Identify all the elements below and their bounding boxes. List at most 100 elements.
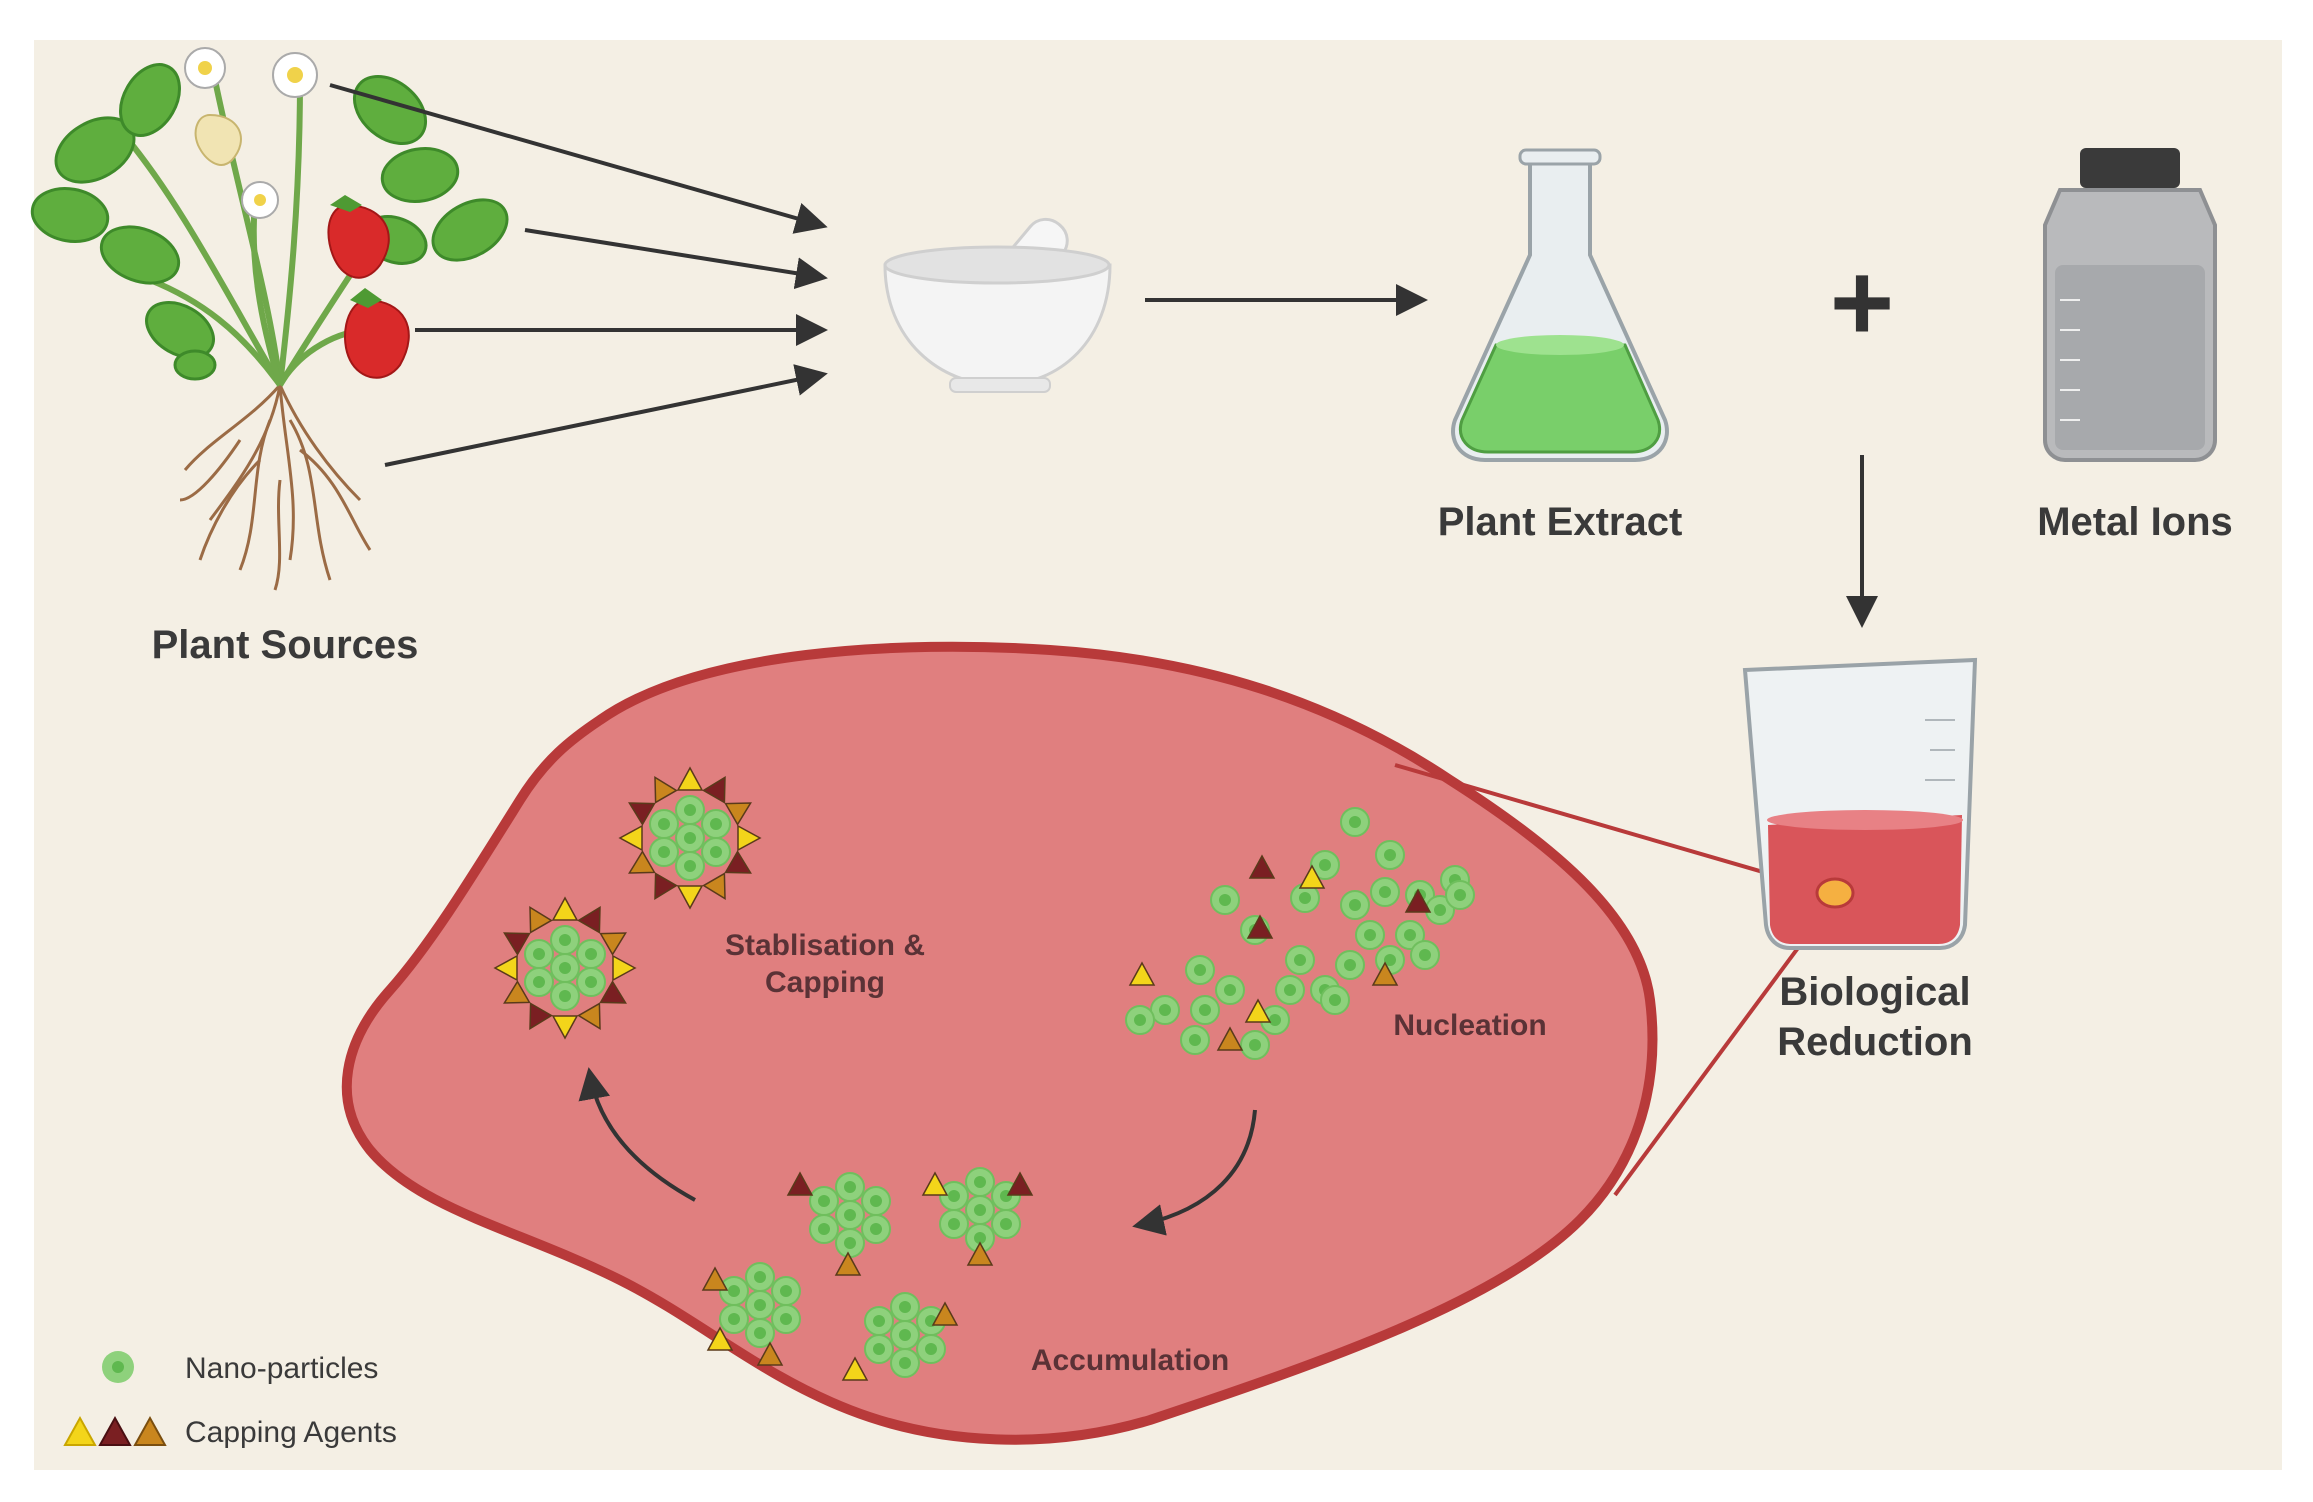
capping-agent: [1298, 864, 1326, 889]
nanoparticle: [1335, 950, 1365, 980]
nanoparticle: [1150, 995, 1180, 1025]
nanoparticle: [1240, 1030, 1270, 1060]
zoom-line-top: [1394, 763, 1826, 892]
nanoparticle: [701, 809, 731, 839]
nanoparticle: [1190, 995, 1220, 1025]
nanoparticle: [675, 823, 705, 853]
legend-capping-agents-label: Capping Agents: [185, 1416, 397, 1449]
legend: Nano-particles Capping Agents: [63, 1351, 397, 1449]
capping-agent: [786, 1171, 814, 1196]
legend-nanoparticles-label: Nano-particles: [185, 1352, 378, 1385]
nanoparticle: [809, 1214, 839, 1244]
nanoparticle: [835, 1172, 865, 1202]
nanoparticle: [1275, 975, 1305, 1005]
capping-agent: [1371, 961, 1399, 986]
capping-agent: [966, 1241, 994, 1266]
label-accumulation: Accumulation: [1031, 1344, 1229, 1377]
nanoparticle: [1355, 920, 1385, 950]
nanoparticle: [939, 1209, 969, 1239]
capping-agent: [503, 980, 531, 1004]
nanoparticle: [701, 837, 731, 867]
nanoparticle: [771, 1304, 801, 1334]
capping-agent: [834, 1251, 862, 1276]
label-plant-sources: Plant Sources: [152, 623, 419, 667]
nanoparticle: [1125, 1005, 1155, 1035]
capping-agent: [737, 824, 762, 852]
nanoparticle: [1285, 945, 1315, 975]
nanoparticle: [939, 1181, 969, 1211]
label-metal-ions: Metal Ions: [2037, 500, 2233, 544]
label-nucleation: Nucleation: [1393, 1009, 1546, 1042]
capping-agent: [706, 1326, 734, 1351]
nanoparticle: [675, 795, 705, 825]
nanoparticle: [1410, 940, 1440, 970]
capping-agent: [702, 776, 726, 804]
nanoparticle: [991, 1209, 1021, 1239]
capping-agent: [702, 872, 726, 900]
nanoparticle: [719, 1304, 749, 1334]
nanoparticle: [745, 1262, 775, 1292]
capping-agent: [493, 954, 518, 982]
capping-agent: [628, 850, 656, 874]
nanoparticle: [1445, 880, 1475, 910]
nanoparticle: [1260, 1005, 1290, 1035]
plant-to-mortar-arrows: [329, 83, 828, 467]
label-biological-reduction-1: Biological: [1779, 970, 1970, 1014]
nanoparticle: [1425, 895, 1455, 925]
nucleation-to-accumulation-arrow: [1132, 1109, 1257, 1236]
nanoparticle: [861, 1214, 891, 1244]
nanoparticle: [524, 967, 554, 997]
nanoparticle: [1210, 885, 1240, 915]
nanoparticle: [1340, 807, 1370, 837]
nanoparticle: [1215, 975, 1245, 1005]
nanoparticle: [864, 1334, 894, 1364]
nanoparticle: [835, 1200, 865, 1230]
capping-agent: [676, 885, 704, 910]
nanoparticle: [890, 1320, 920, 1350]
capping-agent: [1128, 961, 1156, 986]
label-stabilisation-2: Capping: [765, 966, 885, 999]
nanoparticle: [864, 1306, 894, 1336]
mortar-pestle-icon: [883, 217, 1112, 393]
nanoparticle: [1340, 890, 1370, 920]
capping-agent: [618, 824, 643, 852]
capping-agent: [654, 776, 678, 804]
nanoparticle: [524, 939, 554, 969]
nanoparticle: [1375, 840, 1405, 870]
capping-agent: [529, 906, 553, 934]
nanoparticle: [719, 1276, 749, 1306]
flower-icon: [184, 47, 318, 219]
capping-agent: [1248, 854, 1276, 879]
capping-agent: [1246, 914, 1274, 939]
legend-cap-yellow: [63, 1415, 97, 1446]
capping-agent: [756, 1341, 784, 1366]
nanoparticle: [1320, 985, 1350, 1015]
nanoparticle: [1180, 1025, 1210, 1055]
plus-sign: +: [1830, 241, 1894, 364]
capping-agent: [577, 1002, 601, 1030]
nanoparticle: [550, 981, 580, 1011]
nanoparticle: [890, 1292, 920, 1322]
nanoparticle: [965, 1195, 995, 1225]
capping-agent: [628, 802, 656, 826]
nanoparticle: [965, 1223, 995, 1253]
capping-agent: [654, 872, 678, 900]
nanoparticle: [861, 1186, 891, 1216]
nanoparticle: [1395, 920, 1425, 950]
capping-agent: [599, 932, 627, 956]
capping-agent: [724, 850, 752, 874]
strawberry-plant-icon: [30, 47, 509, 591]
capping-agent: [1244, 998, 1272, 1023]
reagent-bottle-icon: [2043, 148, 2217, 462]
legend-cap-darkred: [98, 1415, 132, 1446]
capping-agent: [551, 896, 579, 921]
capping-agent: [1006, 1171, 1034, 1196]
nanoparticle: [649, 837, 679, 867]
capping-agent: [676, 766, 704, 791]
nanoparticle: [1375, 945, 1405, 975]
particles-layer: [493, 766, 1475, 1381]
nanoparticle: [890, 1348, 920, 1378]
label-biological-reduction-2: Reduction: [1777, 1020, 1973, 1064]
nanoparticle: [649, 809, 679, 839]
